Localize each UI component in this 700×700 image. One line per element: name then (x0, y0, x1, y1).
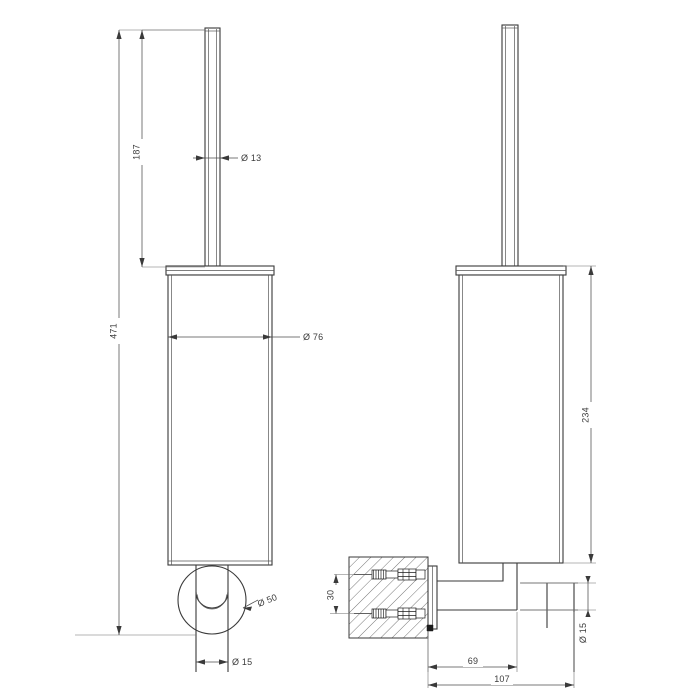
wall-anchor-lower (354, 607, 426, 620)
dimension-d13-label: Ø 13 (241, 153, 261, 163)
handle-rod-side (501, 24, 519, 267)
dimension-471-label: 471 (109, 323, 119, 339)
dimension-107-label: 107 (494, 674, 510, 684)
container-body-front (167, 274, 273, 566)
dimension-187: 187 (132, 29, 205, 268)
dimension-d15-front: Ø 15 (196, 657, 252, 667)
dimension-30: 30 (326, 574, 372, 614)
container-body-side (458, 274, 564, 564)
side-view-dimensions: 234 30 Ø 15 69 (326, 265, 596, 688)
bracket-arm (437, 563, 518, 611)
wall-plate (426, 565, 438, 632)
dimension-107: 107 (427, 612, 575, 688)
dimension-d15-side-label: Ø 15 (578, 623, 588, 643)
wall-anchor-upper (354, 568, 426, 581)
container-lid-side (455, 265, 567, 276)
handle-rod-front (204, 27, 221, 267)
dimension-471: 471 (75, 29, 205, 636)
container-lid-front (165, 265, 275, 276)
dimension-30-label: 30 (326, 590, 336, 600)
brush-stem-front (195, 565, 229, 672)
dimension-d76: Ø 76 (168, 332, 323, 342)
dimension-187-label: 187 (132, 144, 142, 160)
dimension-d15-front-label: Ø 15 (232, 657, 252, 667)
front-elevation-view (165, 27, 275, 672)
brush-head-front (177, 565, 247, 635)
dimension-69-label: 69 (468, 656, 478, 666)
front-view-dimensions: 471 187 Ø 13 Ø 76 (75, 29, 323, 667)
dimension-234: 234 (563, 265, 596, 564)
dimension-d13: Ø 13 (193, 153, 261, 163)
dimension-d15-side: Ø 15 (521, 576, 596, 643)
side-section-view (348, 24, 578, 672)
dimension-234-label: 234 (581, 407, 591, 423)
dimension-d76-label: Ø 76 (303, 332, 323, 342)
